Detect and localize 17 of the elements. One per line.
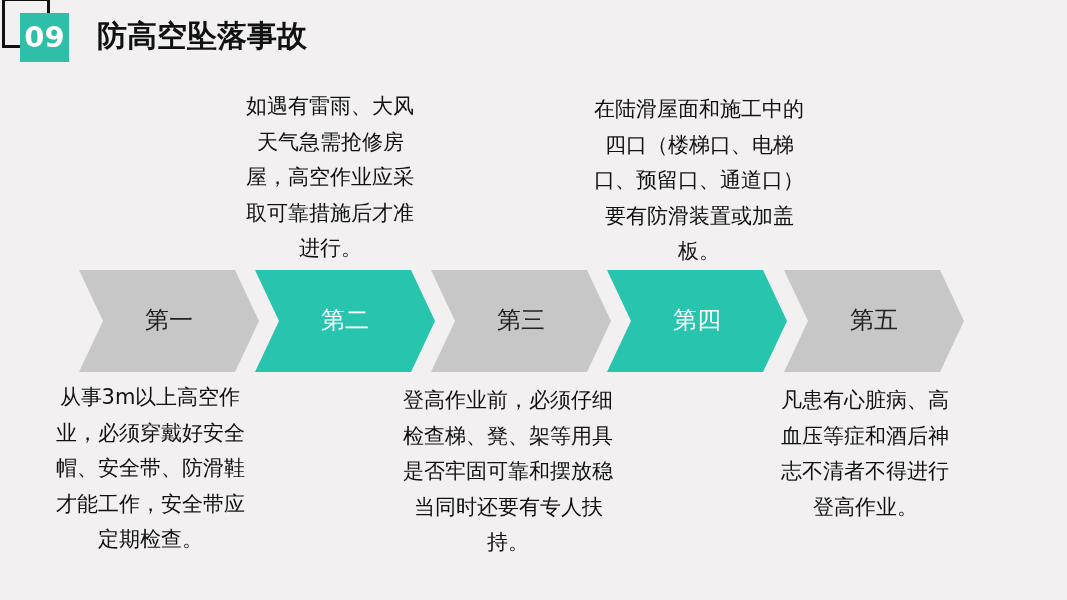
description-text: 登高作业前，必须仔细检查梯、凳、架等用具是否牢固可靠和摆放稳当同时还要有专人扶持。 bbox=[403, 387, 613, 556]
step-label: 第五 bbox=[849, 305, 899, 335]
description-text: 如遇有雷雨、大风天气急需抢修房屋，高空作业应采取可靠措施后才准进行。 bbox=[245, 93, 415, 262]
number-badge: 09 bbox=[20, 13, 69, 62]
description-text: 在陆滑屋面和施工中的四口（楼梯口、电梯口、预留口、通道口）要有防滑装置或加盖板。 bbox=[594, 96, 804, 265]
chevron-step bbox=[784, 270, 964, 372]
step-label: 第三 bbox=[496, 305, 546, 335]
chevron-step bbox=[431, 270, 611, 372]
step-label: 第一 bbox=[144, 305, 194, 335]
description-text: 从事3m以上高空作业，必须穿戴好安全帽、安全带、防滑鞋才能工作，安全带应定期检查。 bbox=[55, 384, 245, 553]
description-text: 凡患有心脏病、高血压等症和酒后神志不清者不得进行登高作业。 bbox=[780, 387, 950, 521]
title: 防高空坠落事故 bbox=[97, 17, 307, 55]
chevron-step bbox=[607, 270, 787, 372]
chevron-step bbox=[79, 270, 259, 372]
step-label: 第二 bbox=[320, 305, 370, 335]
chevron-step bbox=[255, 270, 435, 372]
step-label: 第四 bbox=[672, 305, 722, 335]
